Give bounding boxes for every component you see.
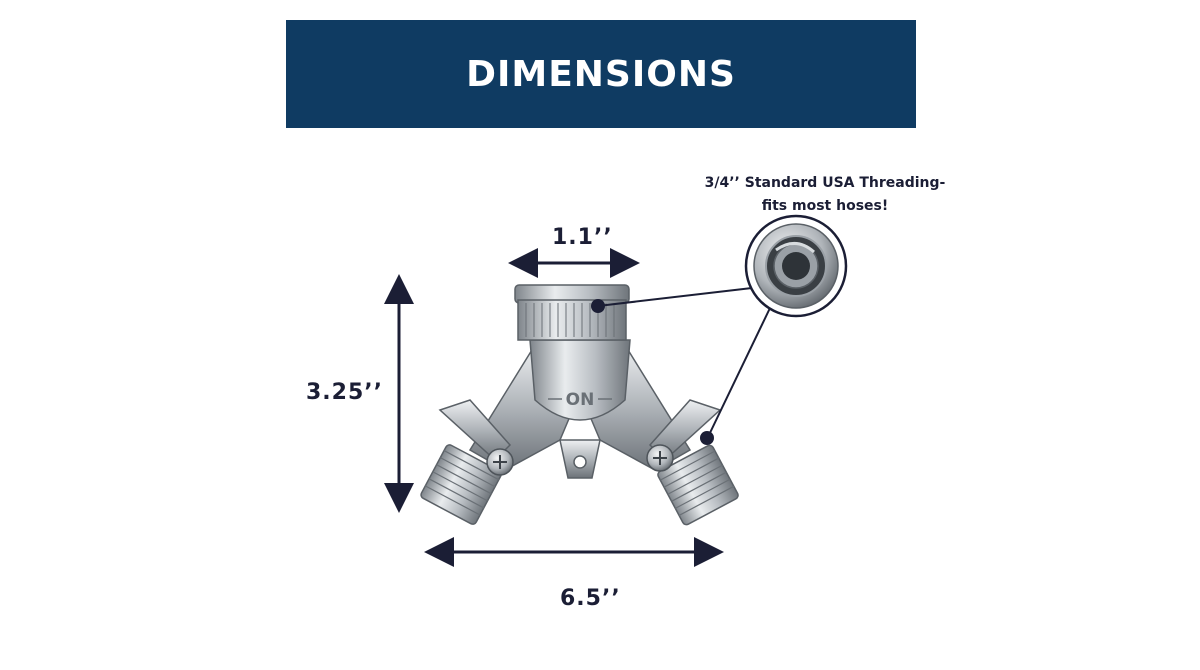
threading-inset xyxy=(744,214,848,318)
height-label: 3.25’’ xyxy=(306,380,383,405)
threading-callout-line1: 3/4’’ Standard USA Threading- xyxy=(704,175,946,191)
threading-callout: 3/4’’ Standard USA Threading- fits most … xyxy=(690,172,960,218)
top-width-label: 1.1’’ xyxy=(552,225,613,250)
on-marking: ON xyxy=(566,390,595,410)
bottom-width-label: 6.5’’ xyxy=(560,586,621,611)
title-banner: DIMENSIONS xyxy=(286,20,916,128)
page-title: DIMENSIONS xyxy=(466,53,736,95)
callout-dot-top xyxy=(591,299,605,313)
callout-connector-top xyxy=(597,287,753,307)
hose-splitter: ON xyxy=(420,284,739,526)
callout-connector-right xyxy=(707,307,771,438)
callout-dot-right xyxy=(700,431,714,445)
threading-callout-line2: fits most hoses! xyxy=(761,198,889,214)
